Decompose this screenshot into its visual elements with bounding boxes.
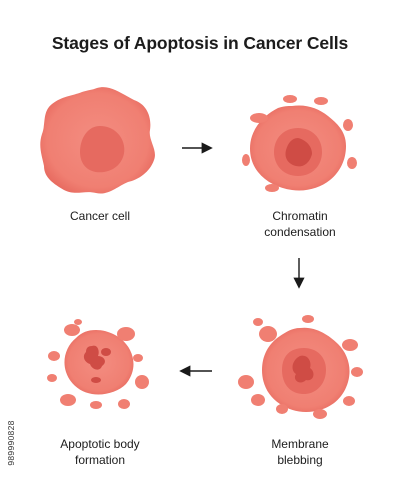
membrane-bleb	[253, 318, 263, 326]
membrane-bleb	[342, 339, 358, 351]
membrane-bleb	[238, 375, 254, 389]
membrane-bleb	[251, 394, 265, 406]
apoptotic-body	[135, 375, 149, 389]
apoptotic-body	[90, 401, 102, 409]
condensed-chromatin	[285, 138, 312, 167]
apoptotic-body	[48, 351, 60, 361]
nucleus	[80, 126, 125, 173]
condensed-chromatin	[292, 355, 314, 383]
membrane-bleb	[343, 396, 355, 406]
membrane-bleb	[347, 157, 357, 169]
apoptotic-body	[74, 319, 82, 325]
membrane-bleb	[276, 404, 288, 414]
membrane-bleb	[351, 367, 363, 377]
apoptotic-body	[117, 327, 135, 341]
label-apoptotic-body-formation: Apoptotic body formation	[60, 437, 140, 467]
label-chromatin-condensation: Chromatin condensation	[264, 209, 336, 239]
membrane-bleb	[313, 409, 327, 419]
nuclear-fragment	[83, 345, 105, 370]
stage-chromatin-condensation	[242, 95, 357, 192]
diagram-title: Stages of Apoptosis in Cancer Cells	[51, 33, 349, 53]
membrane-bleb	[302, 315, 314, 323]
label-cancer-cell: Cancer cell	[69, 209, 131, 223]
membrane-bleb	[242, 154, 250, 166]
apoptotic-body	[47, 374, 57, 382]
nuclear-fragment	[91, 377, 101, 383]
membrane-bleb	[259, 326, 277, 342]
nuclear-fragment	[101, 348, 111, 356]
membrane-bleb	[314, 97, 328, 105]
apoptotic-body	[60, 394, 76, 406]
apoptotic-body	[118, 399, 130, 409]
stage-apoptotic-body-formation	[47, 319, 149, 409]
membrane-bleb	[283, 95, 297, 103]
watermark-id: 989990828	[6, 420, 16, 466]
apoptotic-body	[133, 354, 143, 362]
stage-membrane-blebbing	[238, 315, 363, 419]
membrane-bleb	[250, 113, 268, 123]
membrane-bleb	[343, 119, 353, 131]
apoptotic-body	[64, 324, 80, 336]
membrane-bleb	[265, 184, 279, 192]
label-membrane-blebbing: Membrane blebbing	[271, 437, 329, 467]
stage-cancer-cell	[40, 87, 155, 194]
